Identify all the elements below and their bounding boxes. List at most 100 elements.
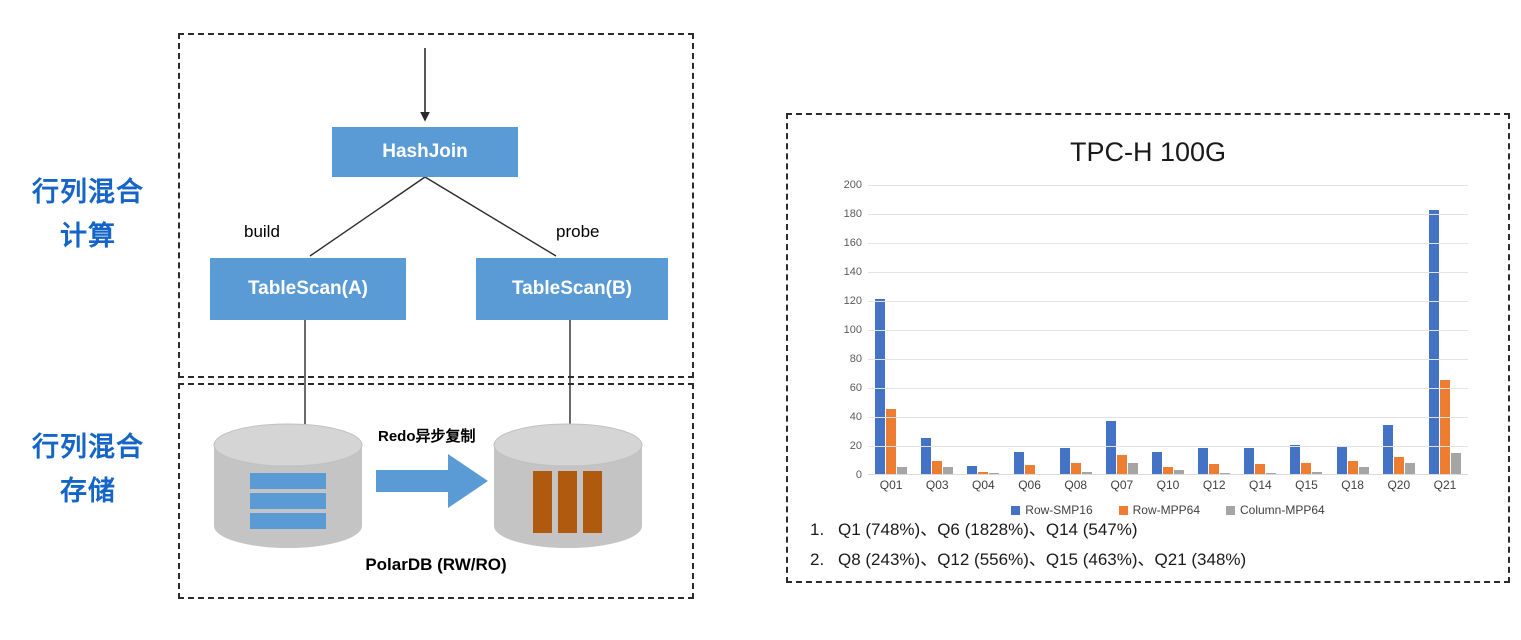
node-tablescan-b[interactable]: TableScan(B) bbox=[476, 258, 668, 320]
x-tick-label: Q18 bbox=[1341, 478, 1364, 492]
storage-caption: PolarDB (RW/RO) bbox=[365, 555, 507, 574]
bar-Row-MPP64-Q14[interactable] bbox=[1255, 463, 1266, 474]
node-hashjoin[interactable]: HashJoin bbox=[332, 127, 518, 177]
y-tick-label: 160 bbox=[843, 237, 862, 249]
gridline bbox=[868, 446, 1468, 447]
bar-group bbox=[1053, 185, 1099, 474]
bar-Row-SMP16-Q10[interactable] bbox=[1152, 452, 1163, 474]
bar-group bbox=[914, 185, 960, 474]
footnote-text: Q1 (748%)、Q6 (1828%)、Q14 (547%) bbox=[838, 520, 1138, 539]
footnote-item: 1. Q1 (748%)、Q6 (1828%)、Q14 (547%) bbox=[810, 515, 1500, 545]
bar-Row-MPP64-Q04[interactable] bbox=[978, 471, 989, 474]
bar-Column-MPP64-Q08[interactable] bbox=[1081, 472, 1092, 474]
bar-group bbox=[1422, 185, 1468, 474]
bar-Column-MPP64-Q15[interactable] bbox=[1312, 472, 1323, 474]
bar-Column-MPP64-Q21[interactable] bbox=[1450, 452, 1461, 474]
bar-Row-SMP16-Q01[interactable] bbox=[875, 298, 886, 474]
x-tick-label: Q06 bbox=[1018, 478, 1041, 492]
bar-Row-MPP64-Q12[interactable] bbox=[1209, 463, 1220, 474]
redo-replication-label: Redo异步复制 bbox=[378, 428, 476, 445]
bar-Row-MPP64-Q20[interactable] bbox=[1393, 456, 1404, 474]
x-tick-label: Q14 bbox=[1248, 478, 1272, 492]
compute-layer-label-line1: 行列混合 bbox=[32, 177, 144, 207]
bar-group bbox=[1283, 185, 1329, 474]
bar-Column-MPP64-Q01[interactable] bbox=[897, 467, 908, 474]
footnote-number: 1. bbox=[810, 520, 825, 539]
legend-swatch-icon bbox=[1226, 505, 1235, 515]
gridline bbox=[868, 185, 1468, 186]
bar-Row-SMP16-Q12[interactable] bbox=[1198, 447, 1209, 474]
column-store-cylinder-icon bbox=[493, 423, 643, 548]
legend-label: Column-MPP64 bbox=[1240, 503, 1325, 517]
x-tick-label: Q08 bbox=[1064, 478, 1088, 492]
storage-layer-label: 行列混合 存储 bbox=[8, 425, 168, 513]
y-tick-label: 180 bbox=[843, 208, 862, 220]
y-tick-label: 200 bbox=[843, 179, 862, 191]
legend-item-Row-MPP64[interactable]: Row-MPP64 bbox=[1118, 503, 1200, 517]
y-tick-label: 0 bbox=[855, 469, 862, 481]
bar-Row-SMP16-Q08[interactable] bbox=[1059, 447, 1070, 474]
bar-Row-SMP16-Q21[interactable] bbox=[1428, 210, 1439, 474]
bar-Row-MPP64-Q15[interactable] bbox=[1301, 463, 1312, 474]
row-store-cylinder-icon bbox=[213, 423, 363, 548]
bar-Row-SMP16-Q03[interactable] bbox=[921, 437, 932, 474]
bar-Column-MPP64-Q07[interactable] bbox=[1127, 463, 1138, 474]
bar-group bbox=[868, 185, 914, 474]
node-tablescan-a[interactable]: TableScan(A) bbox=[210, 258, 406, 320]
y-tick-label: 60 bbox=[849, 382, 862, 394]
gridline bbox=[868, 301, 1468, 302]
legend-swatch-icon bbox=[1011, 505, 1021, 515]
bar-Row-MPP64-Q21[interactable] bbox=[1439, 380, 1450, 474]
bar-Column-MPP64-Q20[interactable] bbox=[1404, 463, 1415, 474]
edge-label-probe: probe bbox=[556, 222, 600, 241]
legend-label: Row-MPP64 bbox=[1132, 503, 1200, 517]
y-tick-label: 120 bbox=[843, 295, 862, 307]
compute-layer-boundary bbox=[178, 33, 694, 378]
chart-legend: Row-SMP16 Row-MPP64 Column-MPP64 bbox=[868, 503, 1468, 517]
bar-Row-SMP16-Q15[interactable] bbox=[1290, 445, 1301, 474]
legend-label: Row-SMP16 bbox=[1025, 503, 1093, 517]
y-tick-label: 140 bbox=[843, 266, 862, 278]
bar-Column-MPP64-Q18[interactable] bbox=[1358, 466, 1369, 474]
gridline bbox=[868, 417, 1468, 418]
bar-Row-SMP16-Q04[interactable] bbox=[967, 466, 978, 474]
bar-Row-SMP16-Q07[interactable] bbox=[1105, 421, 1116, 474]
bar-Row-SMP16-Q18[interactable] bbox=[1336, 446, 1347, 474]
bar-group bbox=[1330, 185, 1376, 474]
bar-Row-MPP64-Q03[interactable] bbox=[932, 460, 943, 474]
legend-item-Row-SMP16[interactable]: Row-SMP16 bbox=[1011, 503, 1093, 517]
x-tick-label: Q07 bbox=[1110, 478, 1134, 492]
bar-Row-SMP16-Q20[interactable] bbox=[1382, 424, 1393, 474]
x-tick-label: Q20 bbox=[1387, 478, 1411, 492]
y-tick-label: 40 bbox=[849, 411, 862, 423]
compute-layer-label: 行列混合 计算 bbox=[8, 170, 168, 258]
bar-group bbox=[1376, 185, 1422, 474]
bar-Row-MPP64-Q10[interactable] bbox=[1163, 466, 1174, 474]
bar-Column-MPP64-Q12[interactable] bbox=[1220, 473, 1231, 474]
bar-Column-MPP64-Q14[interactable] bbox=[1266, 473, 1277, 474]
chart-footnotes: 1.Q1 (748%)、Q6 (1828%)、Q14 (547%)2.Q8 (2… bbox=[810, 515, 1500, 575]
bar-group bbox=[1145, 185, 1191, 474]
bar-Row-SMP16-Q06[interactable] bbox=[1013, 452, 1024, 474]
bar-Row-MPP64-Q18[interactable] bbox=[1347, 460, 1358, 474]
compute-layer-label-line2: 计算 bbox=[60, 221, 116, 251]
storage-layer-label-line1: 行列混合 bbox=[32, 432, 144, 462]
storage-layer-label-line2: 存储 bbox=[60, 476, 116, 506]
gridline bbox=[868, 272, 1468, 273]
bar-Column-MPP64-Q04[interactable] bbox=[989, 473, 1000, 474]
legend-item-Column-MPP64[interactable]: Column-MPP64 bbox=[1226, 503, 1325, 517]
bar-Row-MPP64-Q07[interactable] bbox=[1116, 455, 1127, 474]
bar-Row-MPP64-Q08[interactable] bbox=[1070, 463, 1081, 474]
footnote-text: Q8 (243%)、Q12 (556%)、Q15 (463%)、Q21 (348… bbox=[838, 550, 1247, 569]
bar-Column-MPP64-Q10[interactable] bbox=[1174, 469, 1185, 474]
bar-group bbox=[1237, 185, 1283, 474]
x-tick-label: Q03 bbox=[925, 478, 949, 492]
bar-Row-SMP16-Q14[interactable] bbox=[1244, 447, 1255, 474]
y-tick-label: 20 bbox=[849, 440, 862, 452]
bar-Row-MPP64-Q01[interactable] bbox=[886, 409, 897, 474]
bar-Column-MPP64-Q03[interactable] bbox=[943, 467, 954, 474]
bar-Row-MPP64-Q06[interactable] bbox=[1024, 465, 1035, 474]
